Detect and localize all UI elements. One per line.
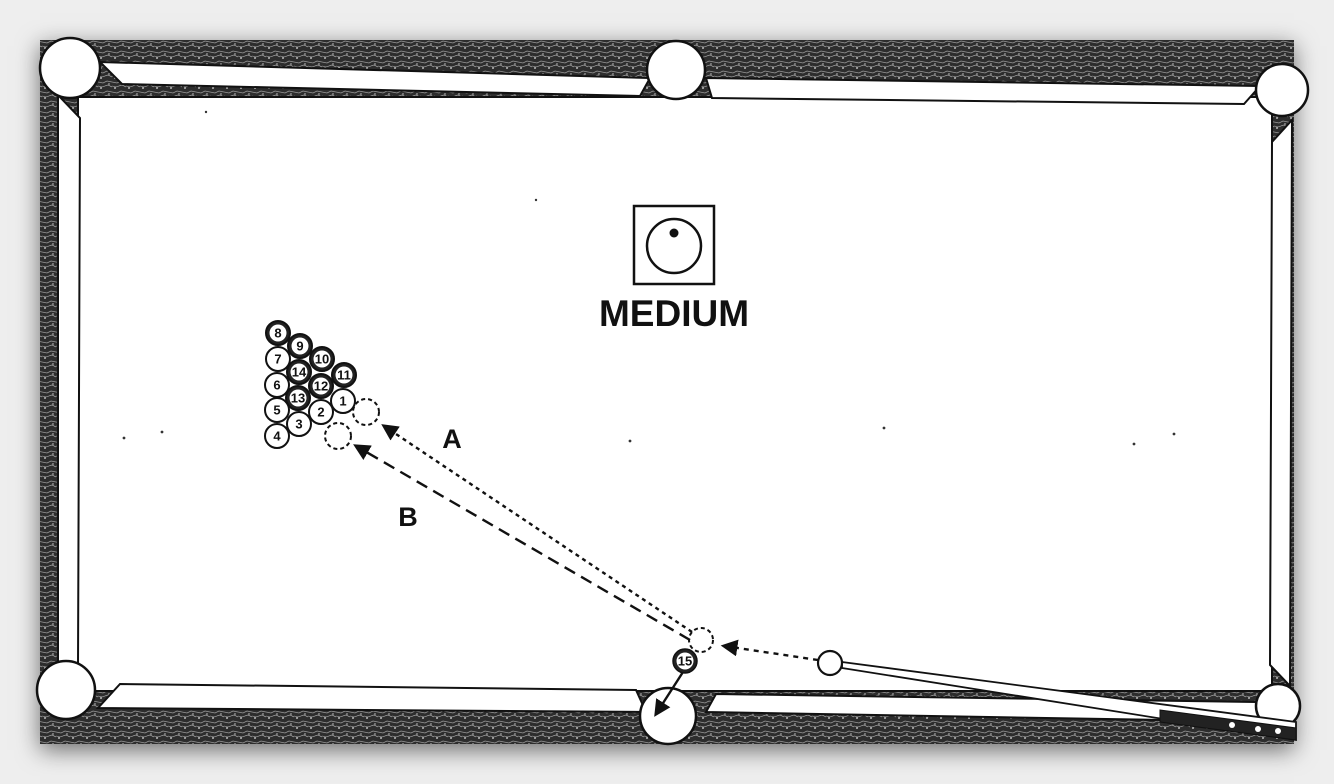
ghost-ball-a [352, 398, 380, 426]
rack-ball-number: 2 [317, 405, 324, 420]
rack-ball: 10 [309, 346, 335, 372]
pocket-top-left [38, 36, 102, 100]
rack-ball: 3 [286, 411, 312, 437]
object-ball-number: 15 [678, 654, 692, 669]
object-ball-path [654, 671, 685, 717]
cue-ball-contact-point-icon [645, 217, 703, 275]
path-b-label: B [398, 502, 418, 532]
path-a-label: A [442, 424, 462, 454]
rack-ball: 11 [331, 362, 357, 388]
rack-ball-number: 4 [273, 429, 281, 444]
rack-ball-number: 10 [315, 352, 329, 367]
cushion-top-right [704, 76, 1263, 106]
rack-ball: 13 [285, 385, 311, 411]
path-a-line [381, 424, 693, 633]
pocket-top-right [1254, 62, 1310, 118]
rack-ball-number: 3 [295, 417, 302, 432]
pocket-top-middle [645, 39, 707, 101]
table-spots [122, 110, 1176, 446]
rack-ball-number: 13 [291, 391, 305, 406]
rack-ball: 9 [287, 333, 313, 359]
spin-indicator-label: MEDIUM [599, 293, 749, 334]
rack-ball-number: 9 [296, 339, 303, 354]
rack-ball: 2 [308, 399, 334, 425]
path-b-line [353, 444, 691, 642]
ghost-balls [324, 398, 714, 653]
rack-ball: 7 [265, 346, 291, 372]
pocket-bottom-left [35, 659, 97, 721]
spin-indicator: MEDIUM [599, 204, 749, 334]
contact-point-dot [669, 228, 679, 238]
rack-ball-number: 11 [337, 368, 351, 383]
cue-ball [816, 649, 844, 677]
ghost-ball-b [324, 422, 352, 450]
rack-ball: 5 [264, 397, 290, 423]
rack-ball-number: 12 [314, 379, 328, 394]
cushion-left [57, 92, 82, 689]
shot-paths [353, 424, 819, 717]
rack-ball-number: 14 [292, 365, 307, 380]
cushion-top-left [97, 60, 652, 98]
rack-ball: 1 [330, 388, 356, 414]
table-cloth [77, 96, 1273, 692]
rack-ball: 14 [286, 359, 312, 385]
rack-ball-number: 8 [274, 326, 281, 341]
ball-rack: 897 10 14 11 6 12 13 1 5 234 [264, 320, 357, 449]
rack-ball-number: 7 [274, 352, 281, 367]
rack-ball: 12 [308, 373, 334, 399]
cushion-right [1268, 117, 1294, 689]
object-ball-15: 15 [672, 648, 698, 674]
cue-butt [1159, 709, 1297, 741]
rack-ball-number: 1 [339, 394, 346, 409]
rack-ball-number: 6 [273, 378, 280, 393]
rack-ball: 8 [265, 320, 291, 346]
cushion-bottom-left [95, 682, 648, 714]
rack-ball: 6 [264, 372, 290, 398]
rack-ball: 4 [264, 423, 290, 449]
rack-ball-number: 5 [273, 403, 280, 418]
ghost-ball-contact [688, 627, 714, 653]
